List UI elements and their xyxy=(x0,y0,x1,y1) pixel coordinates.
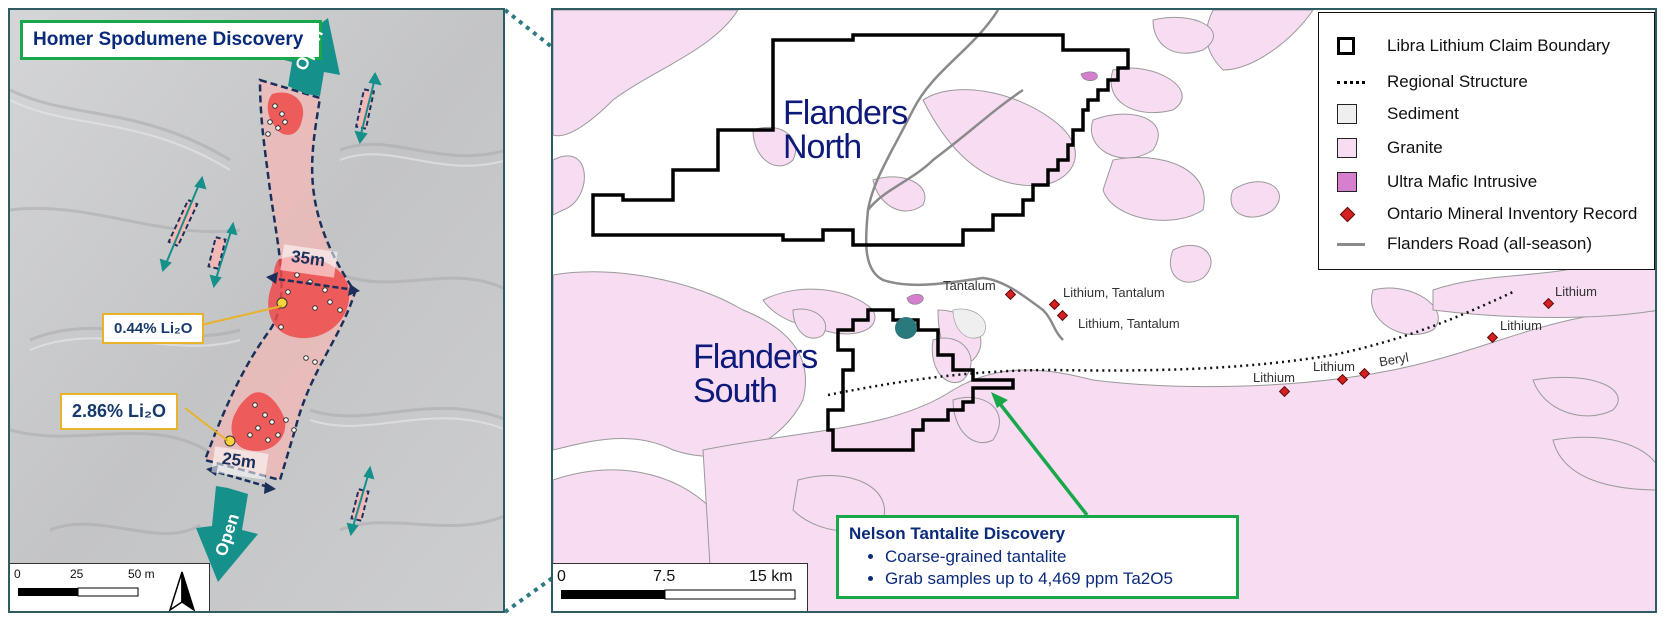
high-grade-zone-top xyxy=(267,92,304,135)
scale-right-zero: 0 xyxy=(557,568,566,585)
scale-right-mid: 7.5 xyxy=(653,568,676,585)
homer-title: Homer Spodumene Discovery xyxy=(20,20,323,60)
sample-callout-286: 2.86% Li₂O xyxy=(60,393,179,430)
occurrence-label: Lithium, Tantalum xyxy=(1078,316,1180,331)
occurrence-label: Tantalum xyxy=(943,278,996,293)
legend-item: Ontario Mineral Inventory Record xyxy=(1337,201,1637,227)
green-arrow-head xyxy=(991,392,1008,408)
legend-item: Granite xyxy=(1337,135,1443,161)
claim-flanders-north xyxy=(591,33,1130,247)
ultramafic-swatch xyxy=(1337,172,1357,192)
legend-item: Ultra Mafic Intrusive xyxy=(1337,169,1537,195)
region-south-line2: South xyxy=(693,372,778,410)
legend-label: Granite xyxy=(1387,138,1443,157)
map-legend: Libra Lithium Claim Boundary Regional St… xyxy=(1318,12,1655,270)
sample-callout-286-text: 2.86% Li₂O xyxy=(72,401,167,421)
claim-flanders-south xyxy=(826,308,1015,452)
mineral-occurrences xyxy=(1004,288,1555,398)
legend-label: Flanders Road (all-season) xyxy=(1387,234,1593,253)
nelson-bullet: Coarse-grained tantalite xyxy=(885,546,1226,568)
nelson-bullets: Coarse-grained tantalite Grab samples up… xyxy=(849,546,1226,590)
occurrence-label: Lithium xyxy=(1253,370,1295,385)
region-north-line1: Flanders xyxy=(783,94,908,132)
legend-label: Regional Structure xyxy=(1387,72,1528,91)
open-arrow-bottom xyxy=(196,486,258,582)
region-south-line1: Flanders xyxy=(693,338,818,376)
sample-callout-044: 0.44% Li₂O xyxy=(102,313,205,344)
legend-item: Flanders Road (all-season) xyxy=(1337,231,1592,257)
region-label-flanders-south: Flanders South xyxy=(693,338,818,410)
occurrence-label: Lithium xyxy=(1555,284,1597,299)
scale-bar-right: 0 7.5 15 km xyxy=(553,563,808,611)
dotted-line-icon xyxy=(1337,80,1365,84)
sample-point-044 xyxy=(276,297,288,309)
nelson-title: Nelson Tantalite Discovery xyxy=(849,524,1066,543)
sediment-swatch xyxy=(1337,104,1357,124)
occurrence-label: Lithium, Tantalum xyxy=(1063,285,1165,300)
nelson-bullet: Grab samples up to 4,469 ppm Ta2O5 xyxy=(885,568,1226,590)
nelson-discovery-callout: Nelson Tantalite Discovery Coarse-graine… xyxy=(836,515,1239,599)
legend-label: Ontario Mineral Inventory Record xyxy=(1387,204,1638,223)
high-grade-zone-low xyxy=(231,392,286,451)
homer-detail-map: Homer Spodumene Discovery Open Open 35m … xyxy=(8,8,505,613)
red-diamond-icon xyxy=(1339,206,1356,222)
grey-line-icon xyxy=(1337,242,1365,246)
region-label-flanders-north: Flanders North xyxy=(783,94,908,166)
scale-bar-right-graphic xyxy=(561,589,796,600)
scale-bar-left-graphic xyxy=(18,571,196,611)
scale-left-mid: 25 xyxy=(70,567,84,581)
claim-boundary-icon xyxy=(1337,37,1355,55)
scale-bar-left: 0 25 50 m xyxy=(10,563,210,611)
legend-item: Sediment xyxy=(1337,101,1459,127)
legend-label: Ultra Mafic Intrusive xyxy=(1387,172,1538,191)
granite-swatch xyxy=(1337,138,1357,158)
occurrence-label: Lithium xyxy=(1313,359,1355,374)
legend-label: Sediment xyxy=(1387,104,1459,123)
legend-label: Libra Lithium Claim Boundary xyxy=(1387,36,1610,55)
occurrence-label: Lithium xyxy=(1500,318,1542,333)
scale-left-zero: 0 xyxy=(14,567,21,581)
regional-map: Flanders North Flanders South Tantalum L… xyxy=(551,8,1657,613)
legend-item: Libra Lithium Claim Boundary xyxy=(1337,33,1610,59)
scale-left-end: 50 m xyxy=(128,567,155,581)
sample-callout-044-text: 0.44% Li₂O xyxy=(114,320,193,337)
region-north-line2: North xyxy=(783,128,862,166)
legend-item: Regional Structure xyxy=(1337,69,1528,95)
north-arrow-icon xyxy=(168,571,196,611)
hillshade-map xyxy=(10,10,503,611)
scale-right-end: 15 km xyxy=(749,568,793,585)
homer-location-marker xyxy=(895,317,917,339)
sample-point-286 xyxy=(224,435,236,447)
